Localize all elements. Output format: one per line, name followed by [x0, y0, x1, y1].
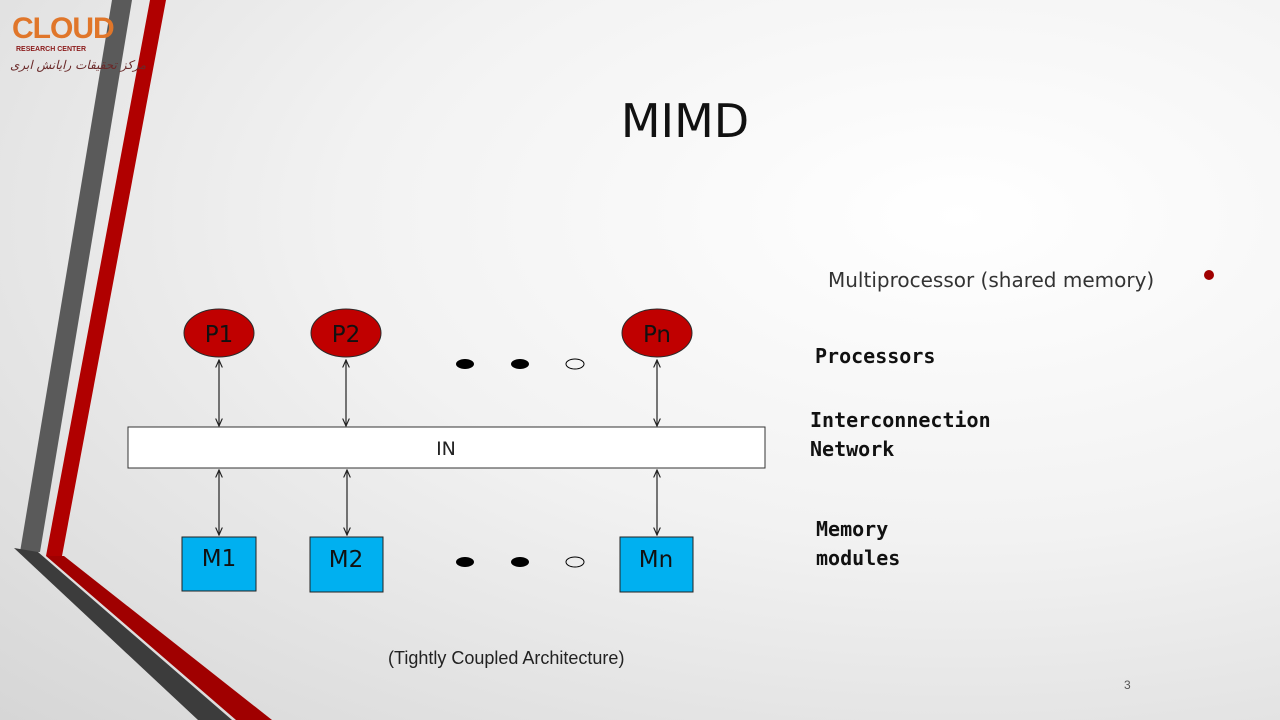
ellipsis-dot [565, 556, 585, 568]
network-label-line2: Network [810, 437, 895, 461]
bullet-dot-icon [1204, 270, 1214, 280]
processor-label: Pn [643, 322, 671, 348]
memory-label-line1: Memory [816, 517, 889, 541]
interconnection-network-label: Interconnection Network [810, 406, 991, 464]
red-stripe-lower [46, 556, 272, 720]
slide-title: MIMD [620, 94, 750, 148]
memory-label-line2: modules [816, 546, 901, 570]
memory-label: M2 [329, 547, 363, 573]
processor-node-2: P2 [310, 308, 382, 358]
ellipsis-dot [511, 359, 529, 369]
memory-box [309, 536, 384, 593]
interconnection-network: IN [127, 426, 766, 469]
processor-node-n: Pn [621, 308, 693, 358]
memory-module-2: M2 [309, 536, 384, 593]
processor-label: P1 [205, 322, 234, 348]
ellipsis-dot [565, 358, 585, 370]
processor-node-1: P1 [183, 308, 255, 358]
cloud-research-center-logo: CLOUD RESEARCH CENTER مرکز تحقیقات رایان… [8, 8, 146, 82]
memory-modules-label: Memory modules [816, 515, 900, 573]
memory-label: M1 [202, 546, 236, 572]
gray-stripe-upper [20, 0, 132, 552]
processor-ellipse [621, 308, 693, 358]
architecture-caption: (Tightly Coupled Architecture) [388, 648, 625, 668]
ellipsis-dots-processors [456, 358, 585, 370]
logo-persian-text: مرکز تحقیقات رایانش ابری [10, 58, 147, 72]
mimd-diagram: P1 P2 Pn IN M1 [127, 308, 766, 593]
ellipsis-dot [511, 557, 529, 567]
memory-box [619, 536, 694, 593]
memory-label: Mn [639, 547, 673, 573]
processor-ellipse [183, 308, 255, 358]
logo-subtitle: RESEARCH CENTER [16, 46, 87, 53]
page-number: 3 [1124, 678, 1131, 692]
processor-ellipse [310, 308, 382, 358]
bullet-text: Multiprocessor (shared memory) [828, 268, 1155, 292]
processors-label: Processors [815, 344, 936, 368]
ellipsis-dot [456, 359, 474, 369]
logo-word: CLOUD [12, 12, 115, 45]
ellipsis-dots-memory [456, 556, 585, 568]
gray-stripe-lower [14, 548, 232, 720]
decorative-stripes [14, 0, 272, 720]
network-label-line1: Interconnection [810, 408, 991, 432]
memory-module-n: Mn [619, 536, 694, 593]
memory-module-1: M1 [181, 536, 257, 592]
network-label: IN [436, 438, 456, 460]
network-bar [127, 426, 766, 469]
memory-box [181, 536, 257, 592]
processor-label: P2 [332, 322, 361, 348]
red-stripe-upper [46, 0, 166, 556]
ellipsis-dot [456, 557, 474, 567]
